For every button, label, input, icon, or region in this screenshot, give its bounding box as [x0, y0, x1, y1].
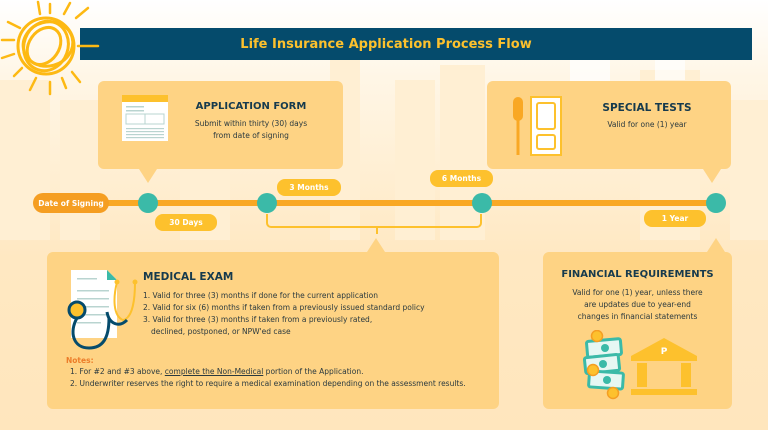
- card-pointer: [703, 169, 721, 183]
- bracket-3-to-6-months: [266, 214, 482, 228]
- medical-exam-item-3: 3. Valid for three (3) months if taken f…: [143, 315, 373, 324]
- start-label-date-of-signing: Date of Signing: [33, 193, 109, 213]
- medical-exam-item-1: 1. Valid for three (3) months if done fo…: [143, 291, 378, 300]
- medical-exam-item-3-cont: declined, postponed, or NPW'ed case: [151, 327, 291, 336]
- card-pointer: [139, 169, 157, 183]
- money-bank-icon: P: [582, 329, 698, 404]
- special-tests-title: SPECIAL TESTS: [602, 102, 692, 114]
- medical-exam-item-2: 2. Valid for six (6) months if taken fro…: [143, 303, 425, 312]
- medical-exam-title: MEDICAL EXAM: [143, 271, 234, 283]
- timeline-node-6-months: [472, 193, 492, 213]
- note-2: 2. Underwriter reserves the right to req…: [70, 379, 466, 388]
- non-medical-link[interactable]: complete the Non-Medical: [164, 367, 264, 376]
- form-document-icon: [120, 93, 170, 147]
- application-form-line-2: from date of signing: [213, 131, 289, 140]
- application-form-card: APPLICATION FORM Submit within thirty (3…: [98, 81, 343, 183]
- title-bar: Life Insurance Application Process Flow: [80, 28, 752, 60]
- timeline-bar: [60, 200, 720, 206]
- timeline-node-30-days: [138, 193, 158, 213]
- milestone-label-1-year: 1 Year: [644, 210, 706, 227]
- bracket-stem: [376, 226, 378, 234]
- card-pointer: [367, 238, 385, 252]
- notes-title: Notes:: [66, 356, 94, 365]
- test-kit-dropper-icon: [509, 95, 564, 161]
- application-form-line-1: Submit within thirty (30) days: [194, 119, 308, 128]
- financial-requirements-card: FINANCIAL REQUIREMENTS Valid for one (1)…: [543, 238, 732, 409]
- stethoscope-document-icon: [63, 268, 138, 357]
- financial-line-2: are updates due to year-end: [584, 300, 691, 309]
- milestone-label-6-months: 6 Months: [430, 170, 493, 187]
- timeline-node-3-months: [257, 193, 277, 213]
- page-title: Life Insurance Application Process Flow: [240, 36, 532, 52]
- note-1-suffix: portion of the Application.: [263, 367, 364, 376]
- milestone-label-30-days: 30 Days: [155, 214, 217, 231]
- note-1-prefix: 1. For #2 and #3 above,: [70, 367, 165, 376]
- card-pointer: [707, 238, 725, 252]
- special-tests-text: Valid for one (1) year: [607, 120, 687, 129]
- timeline-node-1-year: [706, 193, 726, 213]
- financial-line-1: Valid for one (1) year, unless there: [572, 288, 703, 297]
- milestone-label-3-months: 3 Months: [277, 179, 341, 196]
- special-tests-card: SPECIAL TESTS Valid for one (1) year: [487, 81, 731, 183]
- medical-exam-notes: Notes: 1. For #2 and #3 above, complete …: [66, 355, 496, 390]
- medical-exam-card: MEDICAL EXAM 1. Valid for three (3) mont…: [47, 238, 499, 409]
- bank-currency-symbol: P: [661, 347, 668, 357]
- sun-scribble-icon: [0, 0, 100, 96]
- application-form-title: APPLICATION FORM: [195, 101, 307, 112]
- financial-requirements-title: FINANCIAL REQUIREMENTS: [561, 269, 714, 280]
- note-1: 1. For #2 and #3 above, complete the Non…: [66, 366, 496, 378]
- financial-line-3: changes in financial statements: [577, 312, 698, 321]
